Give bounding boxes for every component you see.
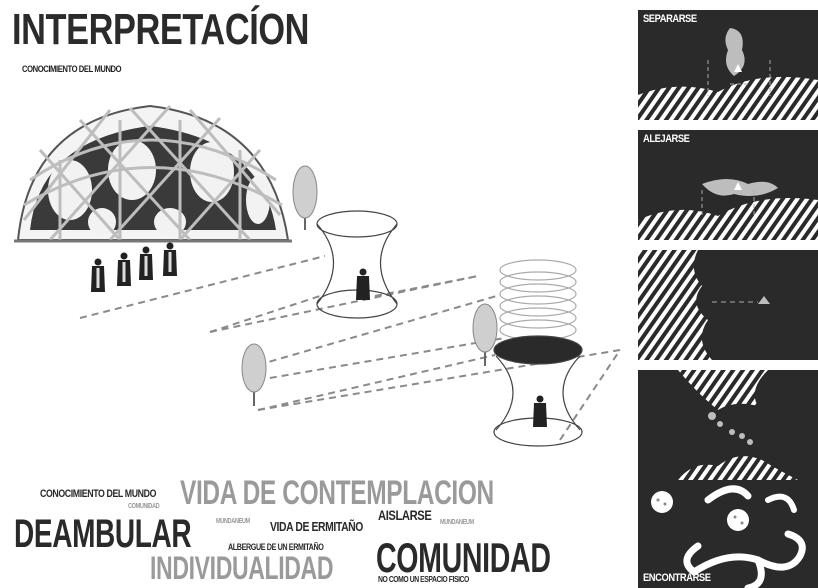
word: VIDA DE CONTEMPLACION	[180, 474, 494, 512]
panel-label: ALEJARSE	[643, 133, 690, 145]
tree-icon	[241, 343, 267, 406]
panel-separarse: SEPARARSE	[638, 10, 818, 120]
word: COMUNIDAD	[128, 503, 160, 510]
stacked-rings-icon	[499, 259, 577, 341]
monk-figures	[91, 242, 177, 292]
word: AISLARSE	[378, 507, 432, 523]
word: MUNDANEUM	[216, 518, 250, 525]
tree-icon	[292, 165, 318, 230]
tree-icon	[472, 303, 498, 366]
word: CONOCIMIENTO DEL MUNDO	[40, 488, 157, 500]
panel-alejarse: ALEJARSE	[638, 130, 818, 240]
monk-figure-icon	[356, 268, 370, 300]
panel-4	[638, 370, 818, 480]
monk-figure-icon	[533, 395, 547, 427]
scene-illustration	[14, 104, 621, 447]
word: NO COMO UN ESPACIO FISICO	[378, 575, 469, 584]
word: VIDA DE ERMITAÑO	[270, 519, 363, 534]
sequence-panels: SEPARARSE ALEJARSE	[638, 10, 818, 588]
word: DEAMBULAR	[14, 512, 192, 556]
panel-3	[638, 250, 818, 360]
hourglass-pod-icon	[493, 335, 583, 447]
word: COMUNIDAD	[376, 534, 551, 581]
geodesic-dome-icon	[14, 104, 292, 243]
word: INDIVIDUALIDAD	[150, 550, 334, 586]
panel-label: SEPARARSE	[643, 13, 697, 25]
word: ALBERGUE DE UN ERMITAÑO	[228, 542, 324, 552]
panel-label: ENCONTRARSE	[643, 572, 711, 584]
word: MUNDANEUM	[440, 519, 474, 526]
panel-encontrarse: ENCONTRARSE	[638, 480, 818, 588]
page-subtitle: CONOCIMIENTO DEL MUNDO	[22, 64, 122, 74]
page-title: INTERPRETACÍON	[12, 5, 310, 54]
